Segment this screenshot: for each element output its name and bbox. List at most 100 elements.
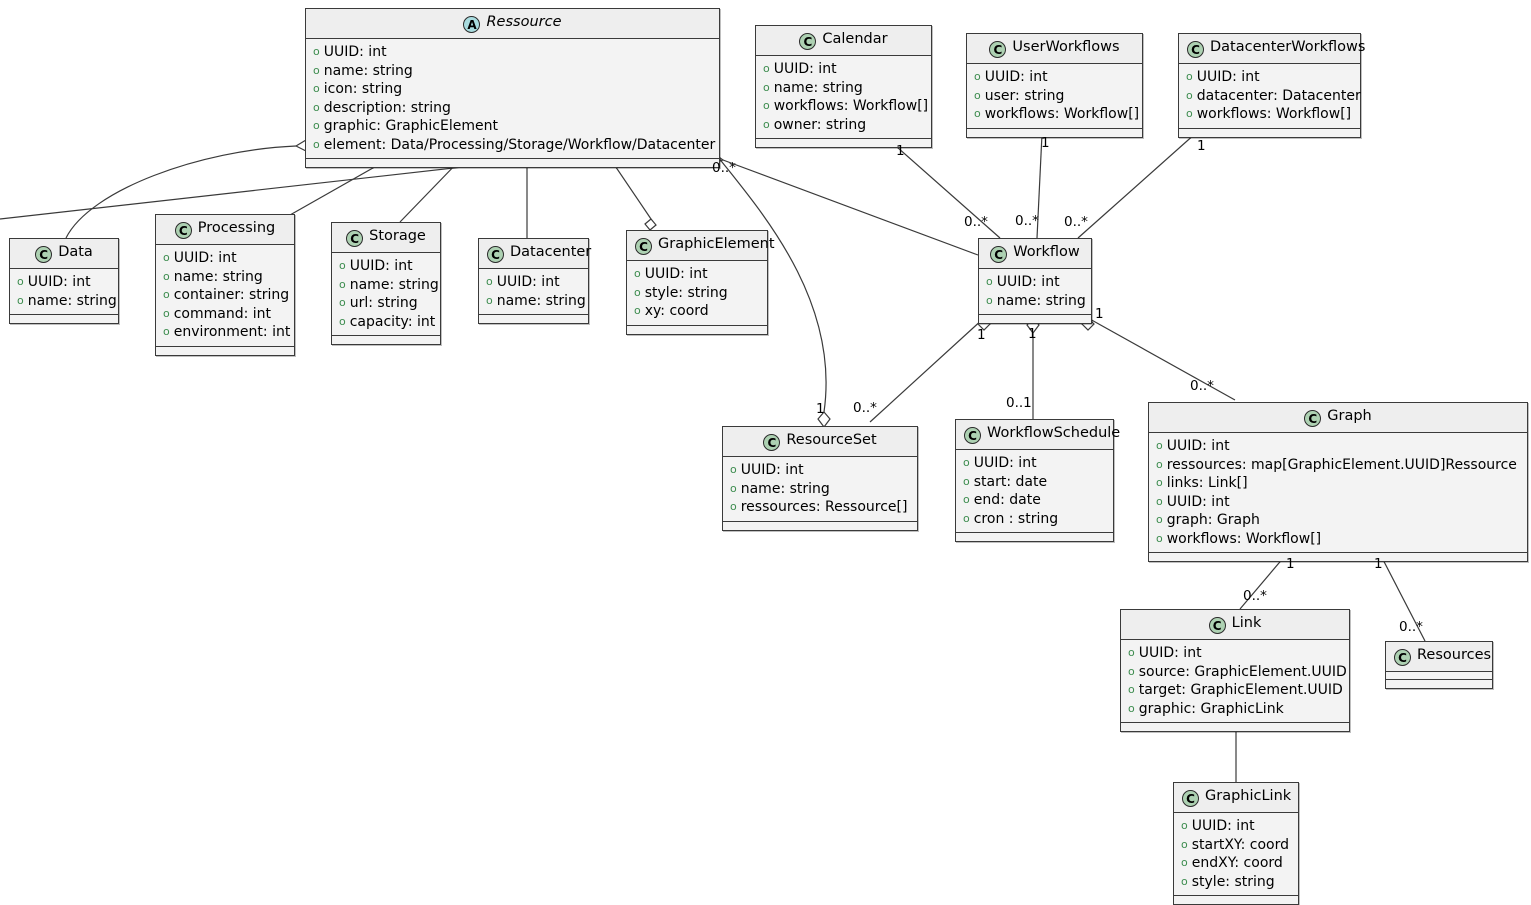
multiplicity-label: 0..* [1190, 378, 1214, 394]
attribute-text: icon: string [323, 81, 403, 97]
visibility-public-icon: o [339, 296, 346, 309]
visibility-public-icon: o [313, 137, 320, 151]
attribute-text: UUID: int [1138, 645, 1202, 661]
attribute-text: UUID: int [1166, 493, 1230, 510]
class-icon: C [989, 41, 1007, 58]
visibility-public-icon: o [1181, 819, 1188, 832]
multiplicity-label: 1 [1286, 556, 1295, 572]
attribute-text: UUID: int [349, 258, 413, 274]
attribute-text: name: string [740, 480, 830, 497]
attribute-text: UUID: int [740, 462, 804, 478]
multiplicity-label: 0..* [1399, 619, 1423, 635]
attribute-text: workflows: Workflow[] [1166, 530, 1322, 547]
class-name-processing: Processing [197, 220, 276, 236]
visibility-public-icon: o [634, 285, 641, 299]
attribute-text: UUID: int [984, 69, 1048, 85]
class-name-calendar: Calendar [822, 31, 888, 47]
attribute-text: name: string [773, 79, 863, 96]
visibility-public-icon: o [763, 80, 770, 94]
attribute-text: endXY: coord [1191, 855, 1283, 871]
visibility-public-icon: o [17, 275, 24, 288]
visibility-public-icon: o [163, 269, 170, 283]
attribute-text: environment: int [173, 324, 291, 340]
visibility-public-icon: o [1186, 107, 1193, 120]
visibility-public-icon: o [313, 45, 320, 58]
visibility-public-icon: o [1156, 476, 1163, 489]
attribute-text: xy: coord [644, 303, 709, 319]
attribute-text: UUID: int [27, 274, 91, 290]
visibility-public-icon: o [1186, 70, 1193, 83]
multiplicity-label: 1 [1197, 138, 1206, 154]
visibility-public-icon: o [963, 493, 970, 506]
attribute-text: name: string [173, 268, 263, 285]
attribute-text: name: string [323, 62, 413, 79]
multiplicity-label: 1 [977, 327, 986, 343]
visibility-public-icon: o [963, 474, 970, 488]
multiplicity-label: 1 [896, 143, 905, 159]
class-name-resources: Resources [1417, 647, 1492, 663]
visibility-public-icon: o [963, 511, 970, 525]
attribute-text: style: string [1191, 873, 1275, 890]
visibility-public-icon: o [1128, 664, 1135, 678]
visibility-public-icon: o [1156, 513, 1163, 526]
visibility-public-icon: o [1128, 683, 1135, 696]
class-icon: C [35, 246, 53, 263]
edge-processing-to-ressource [289, 159, 388, 216]
attribute-text: UUID: int [1191, 818, 1255, 834]
visibility-public-icon: o [1181, 856, 1188, 869]
visibility-public-icon: o [763, 117, 770, 131]
class-icon: C [1182, 790, 1199, 807]
class-methods-processing [156, 346, 294, 355]
attribute-text: command: int [173, 305, 272, 322]
visibility-public-icon: o [974, 70, 981, 83]
class-icon: C [1304, 410, 1322, 427]
multiplicity-label: 0..1 [1006, 395, 1032, 411]
attribute-text: name: string [349, 276, 439, 293]
attribute-text: workflows: Workflow[] [1196, 106, 1352, 122]
